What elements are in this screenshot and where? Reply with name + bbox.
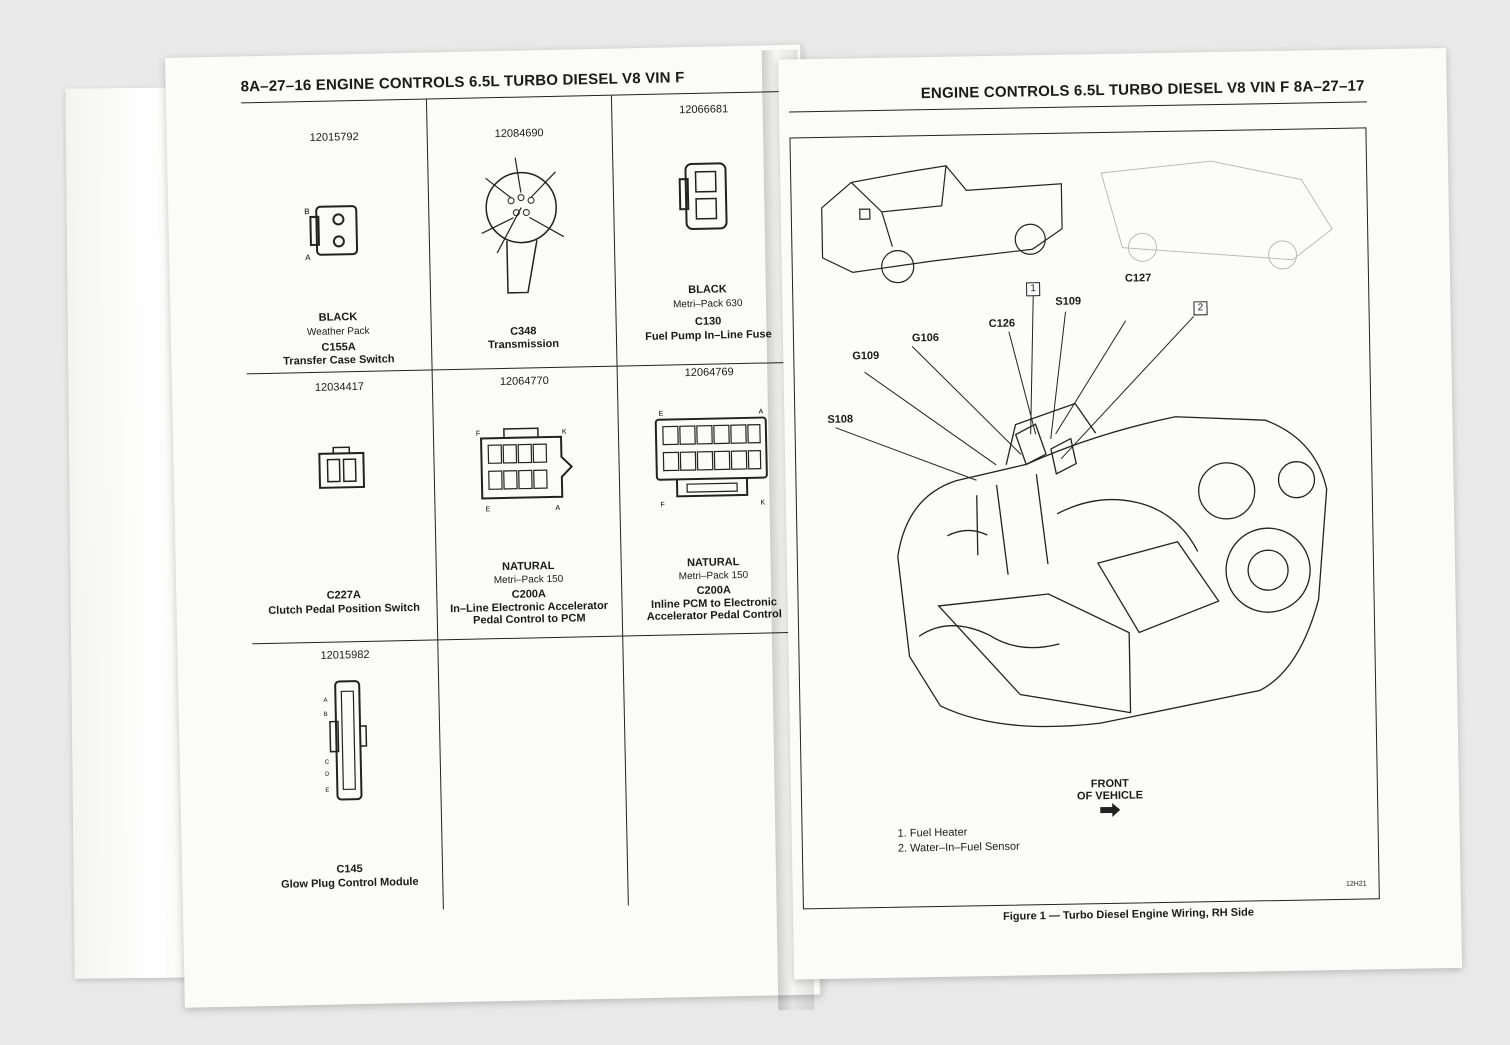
figure-code: 12H21 bbox=[1345, 880, 1367, 888]
part-number: 12015792 bbox=[309, 130, 359, 144]
connector-cell: 12064770 F K E A NATURAL Metri–Pack 150 … bbox=[432, 366, 622, 630]
left-page-header: 8A–27–16 ENGINE CONTROLS 6.5L TURBO DIES… bbox=[240, 69, 685, 96]
pin-label: A bbox=[323, 698, 327, 704]
number-box: 1 bbox=[1026, 282, 1041, 297]
connector-name: Transmission bbox=[487, 337, 560, 352]
figure-legend: 1. Fuel Heater 2. Water–In–Fuel Sensor bbox=[898, 825, 1020, 857]
engine-illustration bbox=[821, 160, 1333, 728]
connector-name: Transfer Case Switch bbox=[283, 353, 395, 368]
connector-diagram: E A F K bbox=[654, 409, 768, 509]
pin-label: B bbox=[323, 712, 327, 718]
callout-label: S108 bbox=[827, 413, 854, 426]
right-page: ENGINE CONTROLS 6.5L TURBO DIESEL V8 VIN… bbox=[778, 48, 1463, 980]
part-number: 12034417 bbox=[314, 380, 365, 394]
connector-id: C145 bbox=[336, 863, 363, 876]
connector-cell: 12015982 A B C D E C145 Glow Plug Contro… bbox=[252, 639, 442, 903]
connector-type: Weather Pack bbox=[306, 325, 370, 339]
connector-id: C227A bbox=[326, 589, 362, 602]
pin-label: B bbox=[304, 207, 310, 216]
number-box: 2 bbox=[1193, 301, 1208, 316]
pin-label: E bbox=[325, 788, 329, 794]
connector-name: Glow Plug Control Module bbox=[280, 875, 419, 891]
pin-label: A bbox=[555, 505, 560, 512]
left-page: 8A–27–16 ENGINE CONTROLS 6.5L TURBO DIES… bbox=[165, 44, 822, 1008]
connector-name: In–Line Electronic Accelerator Pedal Con… bbox=[450, 599, 609, 627]
callout-label: C126 bbox=[988, 317, 1016, 331]
connector-diagram bbox=[480, 157, 564, 294]
connector-diagram: A B C D E bbox=[323, 680, 367, 801]
pin-label: A bbox=[305, 253, 311, 262]
pin-label: K bbox=[760, 500, 765, 507]
pin-label: C bbox=[324, 760, 329, 766]
connector-cell: 12084690 C348 Transmission bbox=[426, 96, 616, 360]
pin-label: F bbox=[475, 430, 479, 437]
part-number: 12064770 bbox=[499, 375, 549, 389]
connector-cell: 12015792 B A BLACK Weather Pack C155A Tr… bbox=[241, 100, 431, 368]
connector-diagram: B A bbox=[304, 205, 358, 262]
callout-label: G109 bbox=[852, 349, 880, 363]
front-of-vehicle-label: FRONT OF VEHICLE bbox=[1077, 777, 1144, 821]
header-rule bbox=[789, 101, 1367, 113]
connector-color: BLACK bbox=[318, 311, 358, 324]
connector-grid: 12015792 B A BLACK Weather Pack C155A Tr… bbox=[241, 92, 813, 913]
connector-name: Clutch Pedal Position Switch bbox=[268, 601, 420, 617]
truck-drawing bbox=[821, 165, 1063, 284]
figure-caption: Figure 1 — Turbo Diesel Engine Wiring, R… bbox=[1002, 906, 1255, 923]
arrow-right-icon bbox=[1100, 802, 1121, 817]
pin-label: F bbox=[660, 502, 664, 509]
pin-label: A bbox=[758, 409, 763, 416]
pin-label: E bbox=[485, 506, 490, 513]
callout-label: S109 bbox=[1055, 295, 1082, 308]
pin-label: E bbox=[658, 411, 663, 418]
leader-lines bbox=[835, 294, 1195, 481]
connector-cell: 12064769 E A F K NATURAL Metri–Pack 150 … bbox=[617, 362, 807, 626]
connector-cell: 12034417 C227A Clutch Pedal Position Swi… bbox=[247, 369, 437, 633]
connector-cell: 12066681 BLACK Metri–Pack 630 C130 Fuel … bbox=[611, 92, 801, 356]
callout-label: C127 bbox=[1124, 272, 1152, 285]
connector-diagram bbox=[317, 446, 365, 489]
legend-item: 2. Water–In–Fuel Sensor bbox=[897, 840, 1020, 855]
right-page-header: ENGINE CONTROLS 6.5L TURBO DIESEL V8 VIN… bbox=[920, 77, 1365, 103]
engine-wiring-figure: C127 S109 C126 G106 G109 S108 1 2 FRONT … bbox=[789, 127, 1380, 910]
bleed-through-truck bbox=[1100, 160, 1333, 270]
connector-diagram bbox=[678, 162, 728, 230]
front-label-line: OF VEHICLE bbox=[1076, 789, 1144, 803]
connector-diagram: F K E A bbox=[475, 427, 573, 513]
engine-drawing bbox=[897, 402, 1328, 728]
pin-label: K bbox=[561, 429, 566, 436]
connector-color: NATURAL bbox=[501, 559, 555, 574]
part-number: 12015982 bbox=[320, 648, 370, 662]
pin-label: D bbox=[324, 772, 329, 778]
callout-label: G106 bbox=[911, 331, 940, 345]
connector-type: Metri–Pack 150 bbox=[493, 573, 564, 587]
part-number: 12084690 bbox=[494, 127, 544, 141]
